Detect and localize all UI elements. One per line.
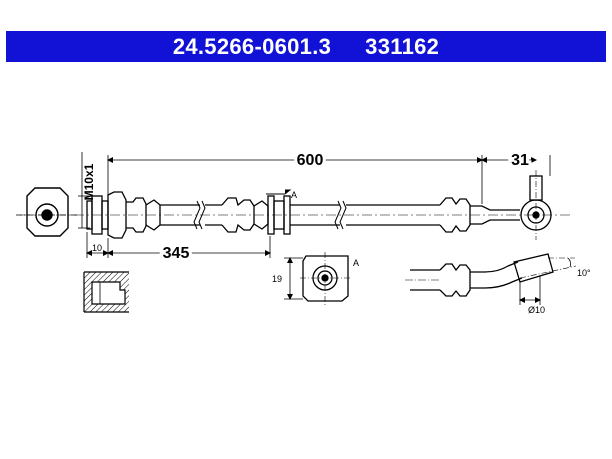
total-length-label: 600 (297, 152, 324, 169)
thread-dimension (78, 152, 90, 229)
section-a-view-label: A (353, 258, 359, 268)
left-fitting-end-view (16, 187, 78, 237)
lower-dimensions (86, 232, 271, 258)
mid-length-label: 345 (163, 245, 190, 262)
nut-width-label: 10 (92, 243, 102, 253)
bracket-height-label: 19 (272, 274, 282, 284)
thread-label: M10x1 (82, 163, 96, 200)
reference-number: 331162 (365, 33, 440, 59)
title-bar: 24.5266-0601.3 331162 (6, 31, 606, 62)
section-marker-a (266, 189, 292, 195)
thread-section-view (83, 271, 129, 313)
eye-diameter-label: Ø10 (528, 305, 545, 315)
bracket-view-a (284, 252, 352, 306)
length-dimensions (107, 155, 551, 204)
section-a-top-label: A (291, 190, 297, 200)
hose-side-view (20, 170, 570, 240)
bent-end-detail (405, 253, 577, 305)
part-number: 24.5266-0601.3 (172, 33, 332, 59)
bend-angle-label: 10° (577, 268, 591, 278)
end-length-label: 31 (511, 152, 529, 169)
